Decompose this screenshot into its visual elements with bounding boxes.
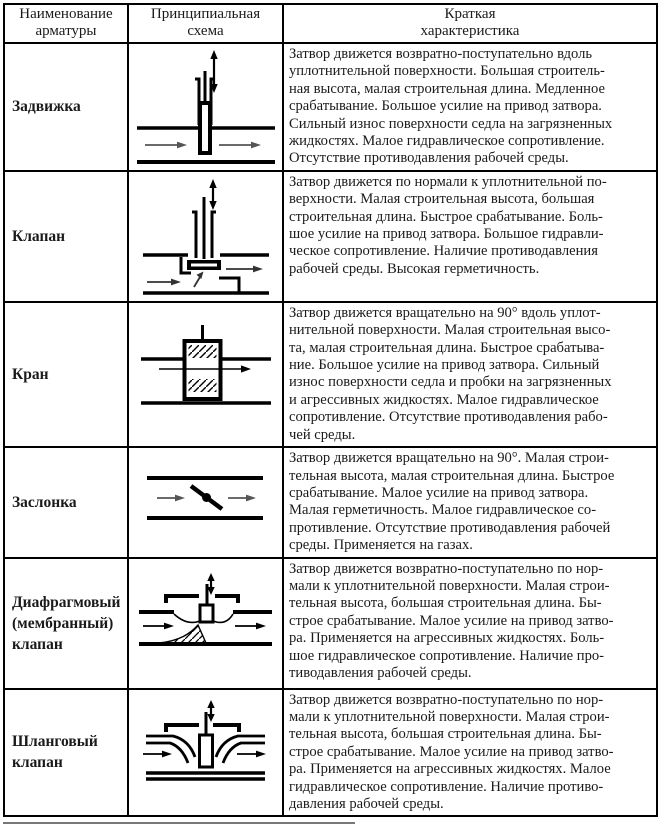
schematic-cell	[127, 169, 284, 303]
hose-right-inner	[221, 741, 265, 764]
butterfly-damper-schematic	[147, 476, 263, 521]
fitting-name: Задвижка	[3, 42, 129, 172]
fitting-name: Клапан	[3, 169, 129, 303]
table-row: Задвижка Затвор движется возвратно-посту…	[3, 42, 658, 172]
pinch-bar	[198, 733, 214, 769]
schematic-cell	[127, 556, 284, 690]
bonnet-left	[164, 722, 199, 732]
bonnet-right	[215, 593, 240, 603]
gate-valve-schematic	[137, 50, 275, 164]
diaphragm-valve-schematic	[139, 572, 272, 646]
seat-right	[219, 276, 241, 292]
characteristic-text: Затвор движется вращательно на 90° вдоль…	[282, 300, 658, 449]
membrane-right	[212, 613, 234, 623]
plug-hatch-top	[188, 344, 217, 358]
next-table-row-edge	[3, 822, 355, 824]
globe-valve-schematic	[143, 178, 269, 295]
valve-types-table: Наименование арматуры Принципиальная схе…	[3, 3, 658, 818]
bonnet-left	[192, 210, 198, 258]
characteristic-text: Затвор движется по нормали к уплотнитель…	[282, 169, 658, 303]
table-header-row: Наименование арматуры Принципиальная схе…	[3, 3, 658, 44]
pinch-valve-schematic	[143, 699, 266, 781]
hose-left-inner	[146, 741, 190, 764]
plunger	[198, 603, 215, 624]
bonnet-left	[164, 593, 199, 603]
schematic-cell	[127, 300, 284, 449]
fitting-name: Диафрагмовый (мембранный) клапан	[3, 556, 129, 690]
flow-arrow-up	[193, 276, 201, 288]
fitting-name: Шланговый клапан	[3, 687, 129, 818]
plug-hatch-bottom	[188, 378, 217, 392]
schematic-cell	[127, 446, 284, 559]
characteristic-text: Затвор движется возвратно-поступательно …	[282, 42, 658, 172]
fitting-name: Кран	[3, 300, 129, 449]
membrane-left	[173, 612, 201, 623]
table-row: Диафрагмовый (мембранный) клапан Затвор …	[3, 556, 658, 690]
header-name-column: Наименование арматуры	[3, 3, 129, 44]
characteristic-text: Затвор движется возвратно-поступательно …	[282, 556, 658, 690]
fitting-name: Заслонка	[3, 446, 129, 559]
pivot-dot	[202, 493, 211, 503]
characteristic-text: Затвор движется возвратно-поступательно …	[282, 687, 658, 818]
hose-left-outer	[146, 734, 197, 758]
schematic-cell	[127, 687, 284, 818]
characteristic-text: Затвор движется вращательно на 90°. Мала…	[282, 446, 658, 559]
schematic-cell	[127, 42, 284, 172]
header-characteristic-column: Краткая характеристика	[282, 3, 658, 44]
seat-left	[179, 256, 191, 275]
table-row: Шланговый клапан Затвор движется возврат…	[3, 687, 658, 818]
table-row: Кран Затвор движется вращательно на 90° …	[3, 300, 658, 449]
hose-right-outer	[214, 734, 265, 758]
bonnet-right	[213, 722, 241, 732]
table-row: Клапан Затвор движется по нормали к упло…	[3, 169, 658, 303]
bonnet-right	[210, 210, 216, 258]
plug-valve-schematic	[141, 324, 271, 405]
header-schema-column: Принципиальная схема	[127, 3, 284, 44]
table-row: Заслонка Затвор движется вращательно на …	[3, 446, 658, 559]
